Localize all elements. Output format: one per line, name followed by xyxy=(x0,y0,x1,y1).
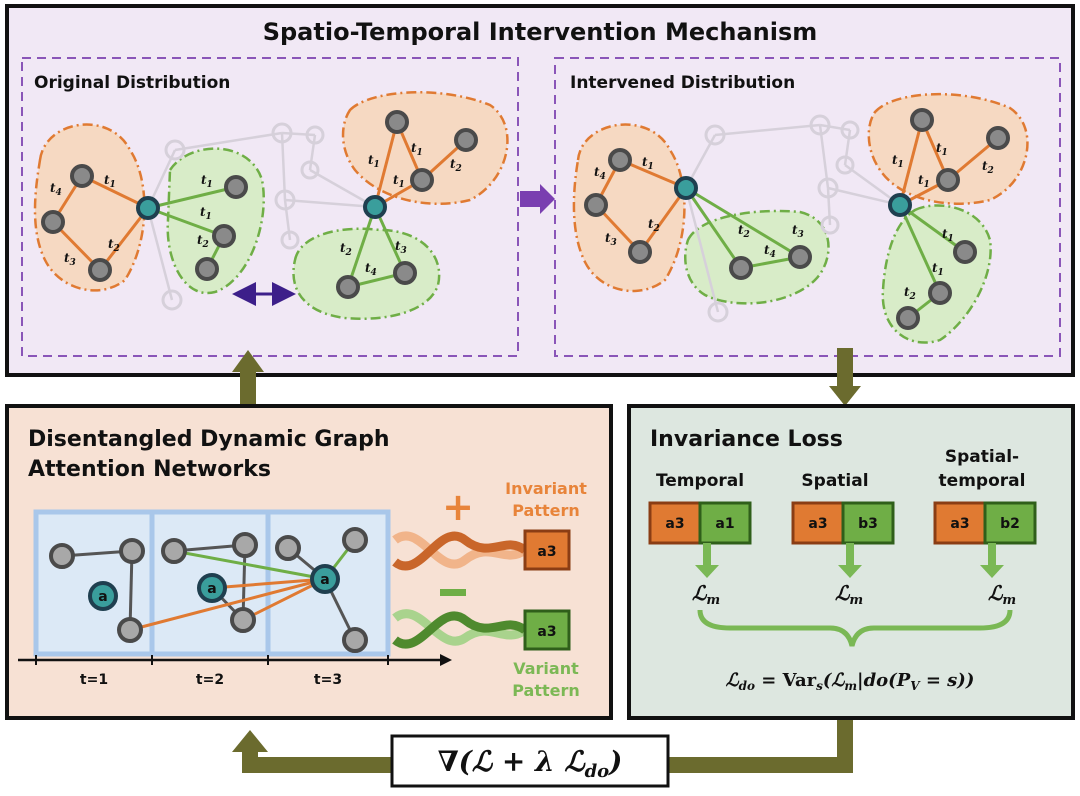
left-panel-title-line2: Attention Networks xyxy=(28,457,271,482)
invariant-box-label: a3 xyxy=(537,544,556,560)
svg-text:t1: t1 xyxy=(936,141,948,158)
spatial-temporal-label-line2: temporal xyxy=(939,471,1026,491)
original-graph: t1 t4 t2 t3 t1 t1 t2 t1 t1 t1 t2 t2 t3 t… xyxy=(33,91,509,320)
intervened-distribution-box xyxy=(554,57,1061,357)
pair-spatial: a3 b3 xyxy=(791,501,895,545)
spatial-label: Spatial xyxy=(801,471,868,491)
svg-text:t1: t1 xyxy=(393,173,405,190)
svg-text:t2: t2 xyxy=(340,241,352,258)
svg-text:t3: t3 xyxy=(792,223,804,240)
left-panel-title-line1: Disentangled Dynamic Graph xyxy=(28,427,390,452)
invariant-strand xyxy=(392,531,528,571)
svg-text:t3: t3 xyxy=(395,239,407,256)
svg-text:t2: t2 xyxy=(197,233,209,250)
intervened-distribution-label: Intervened Distribution xyxy=(570,73,795,93)
minus-sign xyxy=(440,589,466,596)
timestep-label: t=3 xyxy=(314,672,342,688)
svg-text:t2: t2 xyxy=(738,223,750,240)
right-panel-title: Invariance Loss xyxy=(650,427,843,452)
svg-text:t1: t1 xyxy=(892,153,904,170)
svg-text:t3: t3 xyxy=(605,231,617,248)
top-panel-title: Spatio-Temporal Intervention Mechanism xyxy=(263,18,818,46)
intervened-graph: t1 t4 t2 t3 t2 t4 t3 t1 t1 t1 t2 t1 t1 t… xyxy=(572,92,1029,344)
invariance-loss-formula: ℒdo = Vars(ℒm|do(PV = s)) xyxy=(726,670,975,693)
loss-m-symbol: ℒm xyxy=(835,581,863,608)
spatial-temporal-label-line1: Spatial- xyxy=(945,447,1019,467)
green-down-arrows xyxy=(695,543,1004,578)
timestep-frames xyxy=(33,509,391,657)
svg-text:t1: t1 xyxy=(942,227,954,244)
green-blob xyxy=(684,209,830,305)
variant-box xyxy=(523,609,571,651)
green-blob xyxy=(292,227,441,320)
svg-text:b3: b3 xyxy=(858,516,878,532)
temporal-label: Temporal xyxy=(656,471,744,491)
left-panel: Disentangled Dynamic Graph Attention Net… xyxy=(5,404,613,720)
pair-temporal: a3 a1 xyxy=(648,501,752,545)
svg-text:t3: t3 xyxy=(64,251,76,268)
node-a-label: a xyxy=(320,572,329,588)
intervention-arrow xyxy=(520,184,555,214)
original-distribution-label: Original Distribution xyxy=(34,73,230,93)
svg-text:t1: t1 xyxy=(368,153,380,170)
invariant-box xyxy=(523,529,571,571)
pair-spatial-temporal: a3 b2 xyxy=(933,501,1037,545)
svg-text:t4: t4 xyxy=(764,243,776,260)
svg-text:t4: t4 xyxy=(50,181,62,198)
right-panel: Invariance Loss Temporal Spatial Spatial… xyxy=(627,404,1075,720)
variant-label-line2: Pattern xyxy=(512,681,580,700)
svg-text:t1: t1 xyxy=(200,205,212,222)
svg-text:t4: t4 xyxy=(365,261,377,278)
node-a-label: a xyxy=(207,581,216,597)
svg-text:b2: b2 xyxy=(1000,516,1020,532)
svg-text:t2: t2 xyxy=(108,237,120,254)
timestep-label: t=1 xyxy=(80,672,108,688)
svg-text:t2: t2 xyxy=(450,157,462,174)
variant-strand xyxy=(392,609,528,649)
svg-text:t1: t1 xyxy=(411,141,423,158)
svg-text:t1: t1 xyxy=(932,261,944,278)
loss-m-symbol: ℒm xyxy=(692,581,720,608)
svg-text:t2: t2 xyxy=(982,159,994,176)
svg-text:t1: t1 xyxy=(104,173,116,190)
gradient-formula: ∇(ℒ + λ ℒdo) xyxy=(438,745,623,782)
invariant-label-line1: Invariant xyxy=(505,479,587,498)
curly-brace xyxy=(697,609,1013,647)
svg-text:t2: t2 xyxy=(904,285,916,302)
orange-blob xyxy=(572,123,686,293)
invariant-label-line2: Pattern xyxy=(512,501,580,520)
node-a-label: a xyxy=(98,589,107,605)
variant-label-line1: Variant xyxy=(513,659,579,678)
svg-text:t1: t1 xyxy=(918,173,930,190)
variant-box-label: a3 xyxy=(537,624,556,640)
svg-text:a3: a3 xyxy=(665,516,684,532)
plus-sign: + xyxy=(442,485,474,529)
timestep-label: t=2 xyxy=(196,672,224,688)
top-panel: Spatio-Temporal Intervention Mechanism O… xyxy=(5,4,1075,377)
svg-text:t1: t1 xyxy=(201,173,213,190)
svg-text:a3: a3 xyxy=(808,516,827,532)
original-distribution-box xyxy=(21,57,519,357)
svg-text:t1: t1 xyxy=(642,155,654,172)
svg-text:t4: t4 xyxy=(594,165,606,182)
svg-text:a3: a3 xyxy=(950,516,969,532)
svg-text:t2: t2 xyxy=(648,217,660,234)
svg-text:a1: a1 xyxy=(715,516,734,532)
gradient-box: ∇(ℒ + λ ℒdo) xyxy=(390,734,670,788)
loss-m-symbol: ℒm xyxy=(988,581,1016,608)
